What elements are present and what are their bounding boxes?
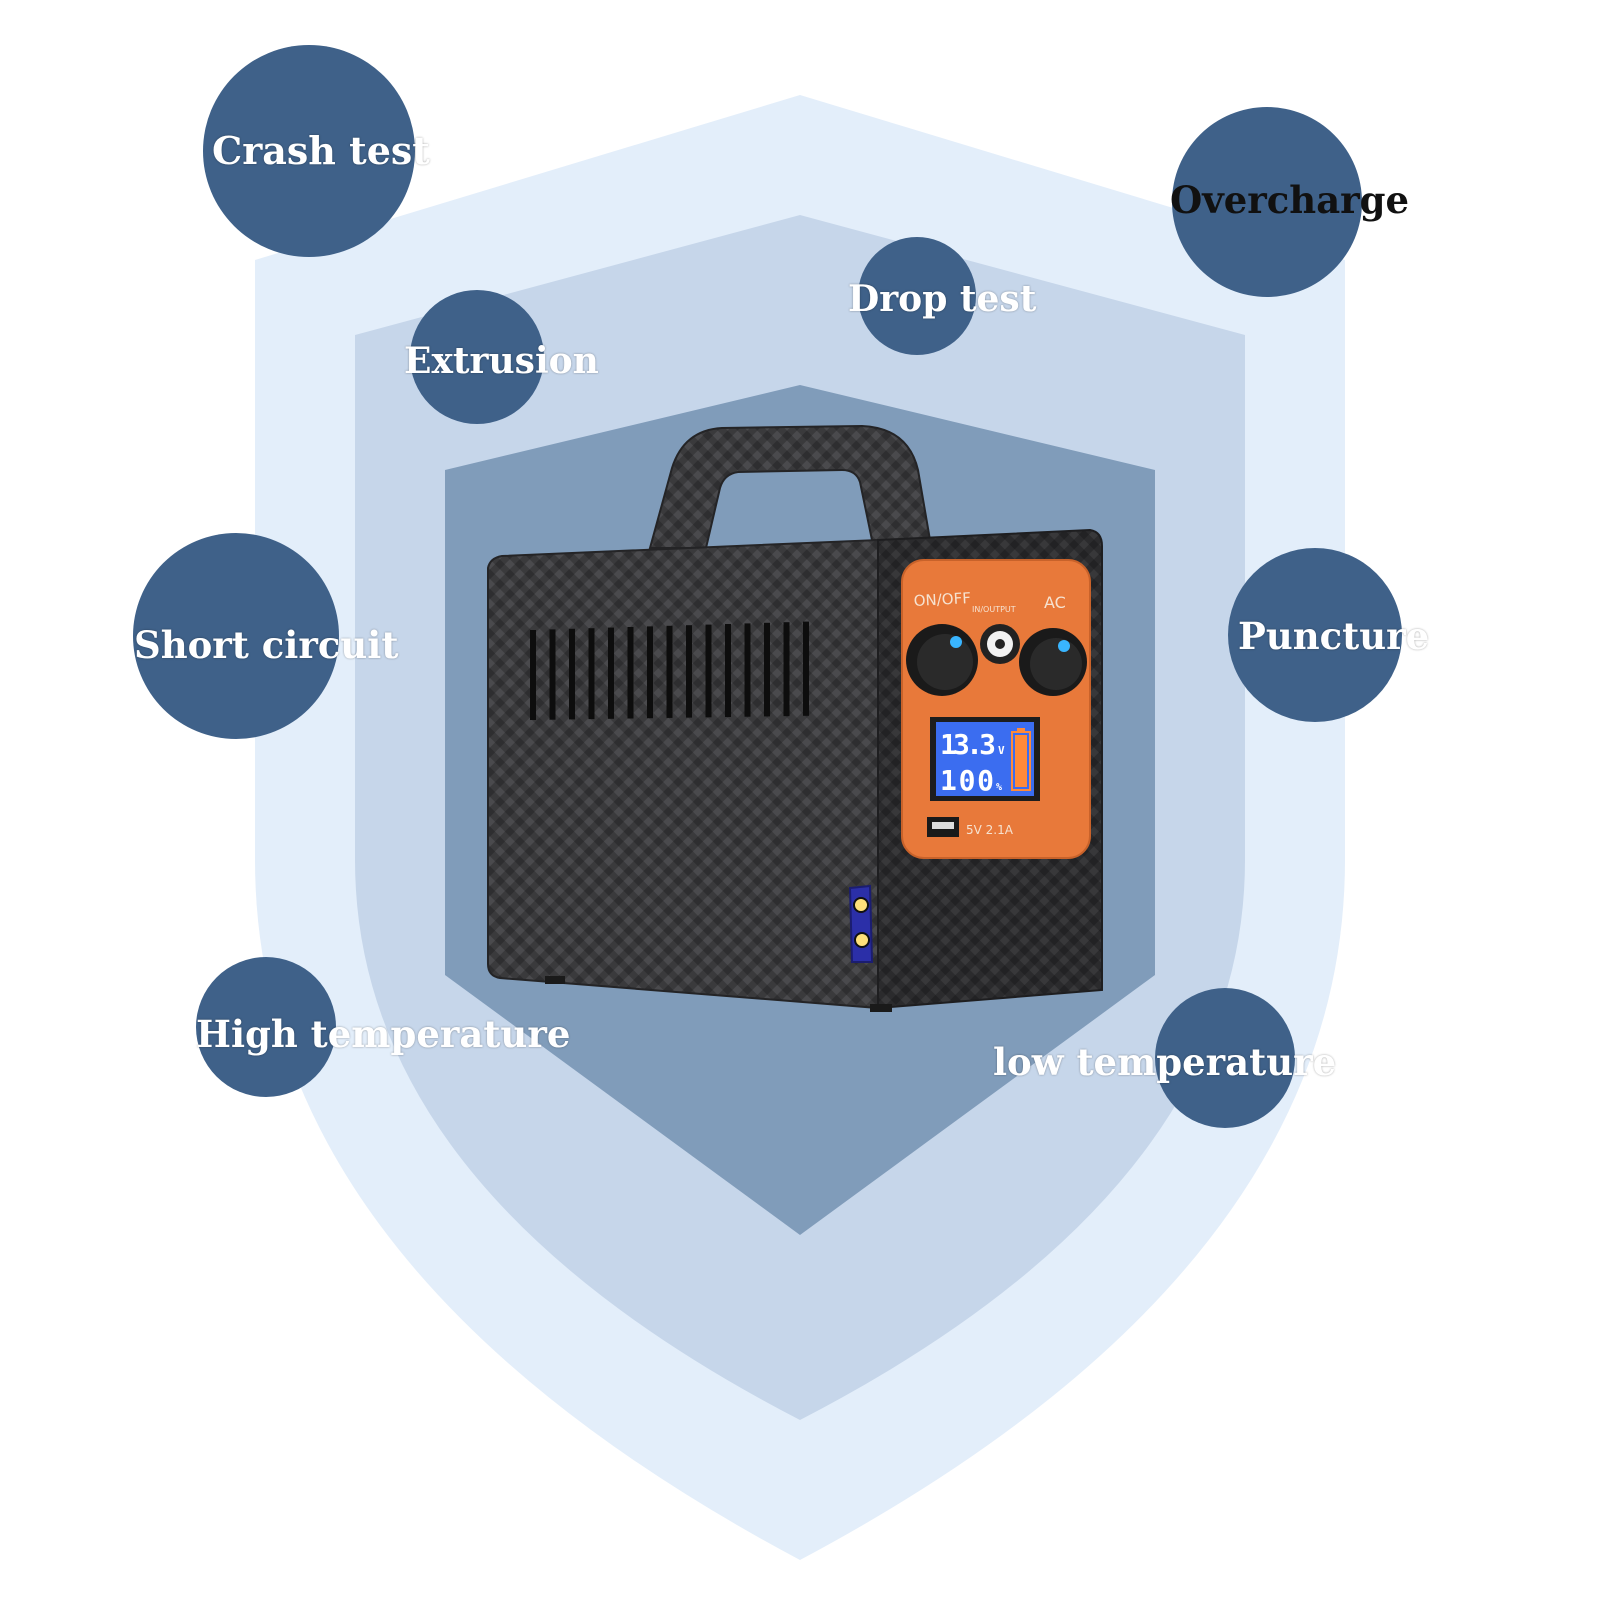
feature-label-short-circuit: Short circuit xyxy=(134,623,399,667)
bubble-crash-test xyxy=(203,45,415,257)
vent-slot xyxy=(530,630,536,720)
feature-label-puncture: Puncture xyxy=(1238,614,1430,658)
vent-slot xyxy=(783,622,790,717)
vent-slot xyxy=(686,625,692,718)
vent-slot xyxy=(803,621,809,716)
lcd-display: 13.3 V 100 % xyxy=(930,717,1040,801)
vent-slot xyxy=(666,625,673,718)
onoff-label: ON/OFF xyxy=(913,589,971,610)
feature-label-drop-test: Drop test xyxy=(848,278,1037,320)
dc-port-icon xyxy=(980,624,1020,664)
feature-label-low-temperature: low temperature xyxy=(993,1040,1337,1084)
input-output-label: IN/OUTPUT xyxy=(972,605,1016,614)
foot-right xyxy=(870,1004,892,1012)
feature-label-high-temperature: High temperature xyxy=(196,1012,571,1056)
vent-slot xyxy=(627,627,634,719)
bubble-drop-test xyxy=(858,237,976,355)
vent-slot xyxy=(725,624,731,717)
bubble-puncture xyxy=(1228,548,1402,722)
lcd-voltage-unit: V xyxy=(998,744,1005,757)
vent-slot xyxy=(588,628,595,720)
feature-label-overcharge: Overcharge xyxy=(1170,178,1410,222)
bubble-extrusion xyxy=(410,290,544,424)
battery-icon xyxy=(1011,728,1031,791)
ac-label: AC xyxy=(1044,593,1066,612)
ac-switch-icon[interactable] xyxy=(1019,628,1087,696)
power-switch-icon[interactable] xyxy=(906,624,978,696)
bubble-high-temperature xyxy=(196,957,336,1097)
vent-slot xyxy=(744,623,751,717)
bubble-short-circuit xyxy=(133,533,339,739)
feature-label-crash-test: Crash test xyxy=(212,128,430,173)
foot-left xyxy=(545,976,565,984)
feature-label-extrusion: Extrusion xyxy=(404,340,599,382)
vent-grille xyxy=(530,621,809,720)
lcd-percent: 100 xyxy=(940,764,994,797)
body-side-face xyxy=(487,538,879,1010)
xt60-connector-icon xyxy=(848,884,874,963)
vent-slot xyxy=(569,628,575,720)
vent-slot xyxy=(549,629,556,720)
vent-slot xyxy=(608,627,614,719)
usb-rating-label: 5V 2.1A xyxy=(966,823,1014,837)
lcd-percent-unit: % xyxy=(996,782,1002,793)
carry-handle xyxy=(648,424,932,549)
usb-port-icon xyxy=(927,817,959,837)
vent-slot xyxy=(764,622,770,717)
vent-slot xyxy=(647,626,653,719)
bubble-overcharge xyxy=(1172,107,1362,297)
vent-slot xyxy=(705,624,712,718)
bubble-low-temperature xyxy=(1155,988,1295,1128)
lcd-voltage: 13.3 xyxy=(940,728,996,761)
